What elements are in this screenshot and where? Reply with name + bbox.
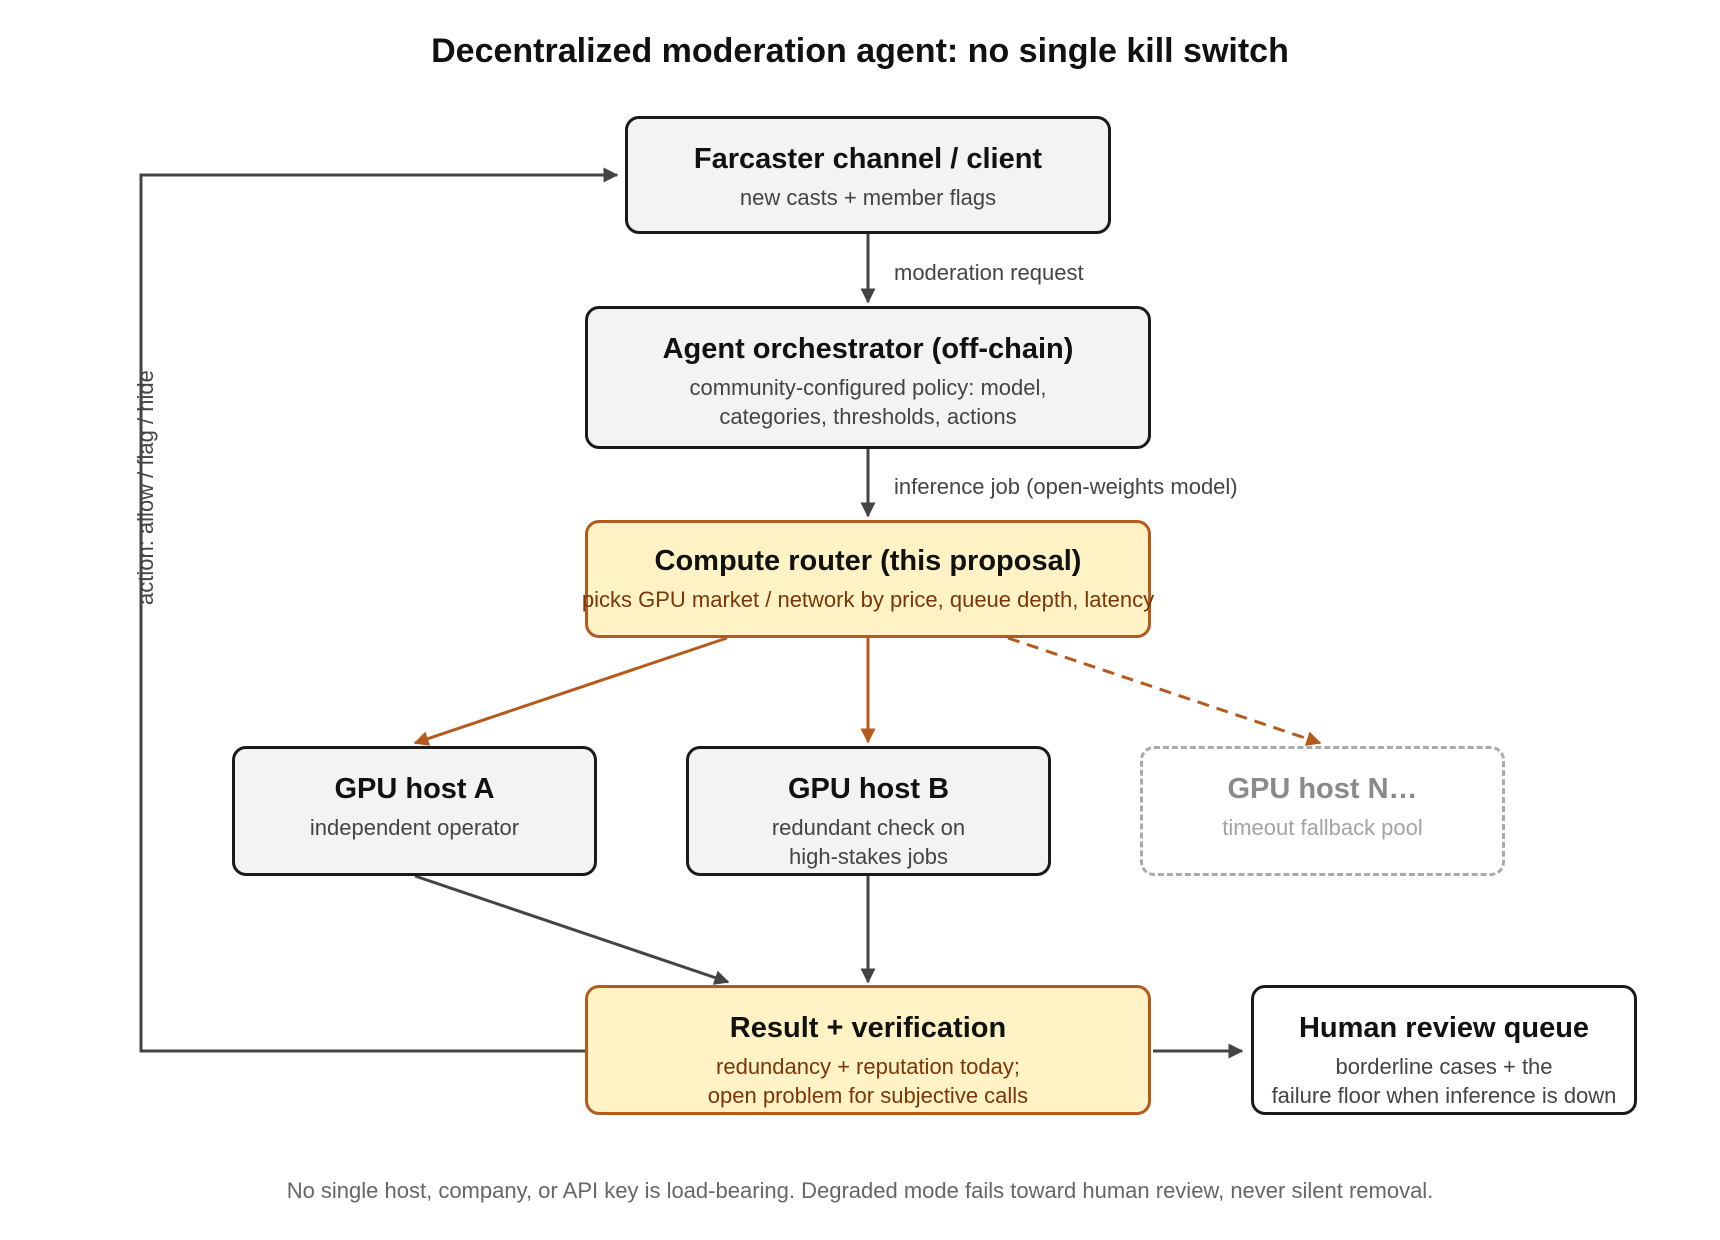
arrow-router-to-host-n xyxy=(1007,636,1322,746)
node-farcaster-client: Farcaster channel / client new casts + m… xyxy=(625,116,1111,234)
node-gpu-host-n: GPU host N… timeout fallback pool xyxy=(1140,746,1505,876)
edge-label-action: action: allow / flag / hide xyxy=(133,370,158,605)
node-title: GPU host N… xyxy=(1227,773,1418,805)
node-gpu-host-b: GPU host B redundant check on high-stake… xyxy=(686,746,1051,876)
edge-label-inference-job: inference job (open-weights model) xyxy=(894,474,1238,499)
node-subtitle: community-configured policy: model, cate… xyxy=(588,373,1148,431)
node-title: Compute router (this proposal) xyxy=(654,545,1082,577)
node-title: GPU host A xyxy=(334,773,495,805)
node-title: GPU host B xyxy=(787,773,950,805)
arrow-host-a-to-result xyxy=(414,874,730,985)
node-result-verification: Result + verification redundancy + reput… xyxy=(585,985,1151,1115)
node-subtitle: independent operator xyxy=(309,815,520,840)
node-gpu-host-a: GPU host A independent operator xyxy=(232,746,597,876)
node-title: Result + verification xyxy=(729,1012,1007,1044)
node-subtitle-line: borderline cases + the xyxy=(1335,1054,1553,1079)
node-subtitle-line: high-stakes jobs xyxy=(789,844,948,869)
node-subtitle: new casts + member flags xyxy=(739,185,997,210)
footer-note: No single host, company, or API key is l… xyxy=(286,1178,1434,1203)
node-title: Human review queue xyxy=(1298,1012,1590,1044)
node-compute-router: Compute router (this proposal) picks GPU… xyxy=(582,520,1154,638)
node-subtitle: borderline cases + the failure floor whe… xyxy=(1254,1052,1634,1110)
node-subtitle: redundant check on high-stakes jobs xyxy=(689,813,1048,871)
arrow-action-feedback-loop xyxy=(139,167,619,1053)
node-subtitle-line: categories, thresholds, actions xyxy=(719,404,1017,429)
node-subtitle-line: redundancy + reputation today; xyxy=(716,1054,1020,1079)
node-subtitle: picks GPU market / network by price, que… xyxy=(581,587,1155,612)
node-subtitle-line: failure floor when inference is down xyxy=(1271,1083,1617,1108)
arrow-router-to-host-a xyxy=(413,636,728,746)
node-subtitle-line: open problem for subjective calls xyxy=(707,1083,1029,1108)
node-subtitle-line: community-configured policy: model, xyxy=(689,375,1047,400)
node-title: Farcaster channel / client xyxy=(693,143,1043,175)
node-subtitle-line: redundant check on xyxy=(771,815,966,840)
node-agent-orchestrator: Agent orchestrator (off-chain) community… xyxy=(585,306,1151,449)
node-human-review-queue: Human review queue borderline cases + th… xyxy=(1251,985,1637,1115)
node-subtitle: timeout fallback pool xyxy=(1222,815,1423,840)
node-title: Agent orchestrator (off-chain) xyxy=(662,333,1074,365)
edge-label-moderation-request: moderation request xyxy=(894,260,1084,285)
node-subtitle: redundancy + reputation today; open prob… xyxy=(588,1052,1148,1110)
diagram-title: Decentralized moderation agent: no singl… xyxy=(431,32,1289,70)
